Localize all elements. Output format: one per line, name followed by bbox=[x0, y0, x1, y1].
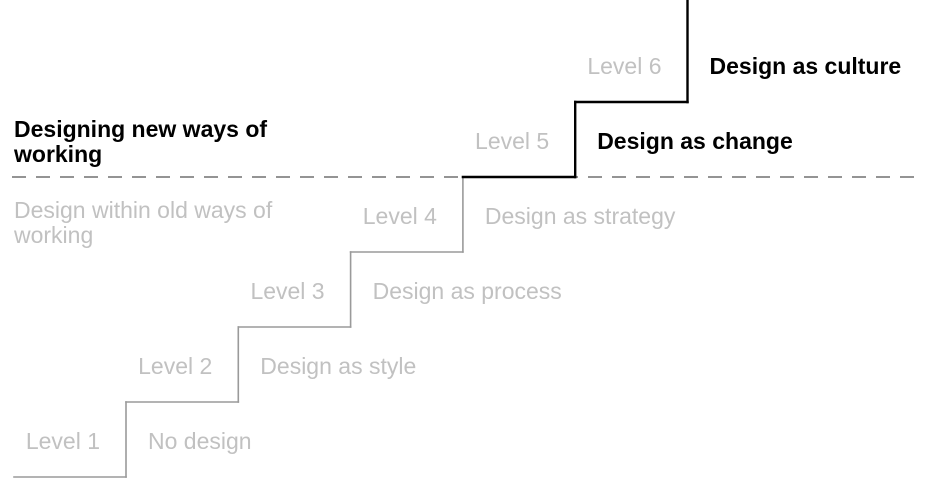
level-1-label: Level 1 bbox=[25, 428, 100, 454]
level-6-title: Design as culture bbox=[709, 53, 902, 79]
level-5-title: Design as change bbox=[597, 128, 793, 154]
zone-label-old-ways: Design within old ways of working bbox=[14, 197, 273, 248]
level-5-label: Level 5 bbox=[475, 128, 550, 154]
level-2-title: Design as style bbox=[260, 353, 417, 379]
level-3-title: Design as process bbox=[372, 278, 562, 304]
level-4-title: Design as strategy bbox=[484, 203, 676, 229]
zone-label-new-ways: Designing new ways of working bbox=[14, 116, 268, 167]
level-6-label: Level 6 bbox=[587, 53, 662, 79]
level-3-label: Level 3 bbox=[250, 278, 325, 304]
level-1-title: No design bbox=[148, 428, 252, 454]
level-4-label: Level 4 bbox=[362, 203, 437, 229]
level-2-label: Level 2 bbox=[138, 353, 213, 379]
